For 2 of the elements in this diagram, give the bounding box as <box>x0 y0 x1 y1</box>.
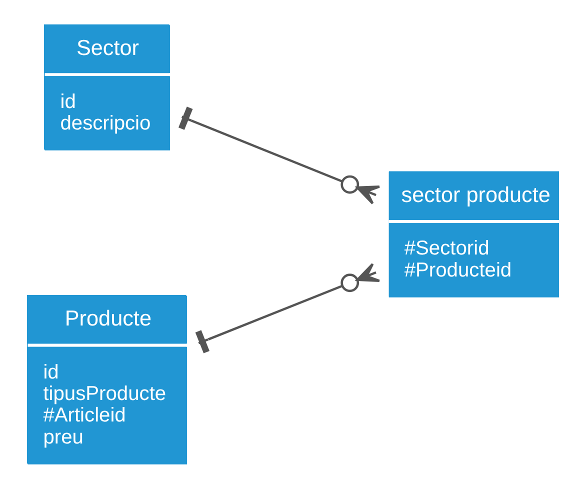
connector <box>195 262 381 354</box>
connector <box>178 106 381 205</box>
